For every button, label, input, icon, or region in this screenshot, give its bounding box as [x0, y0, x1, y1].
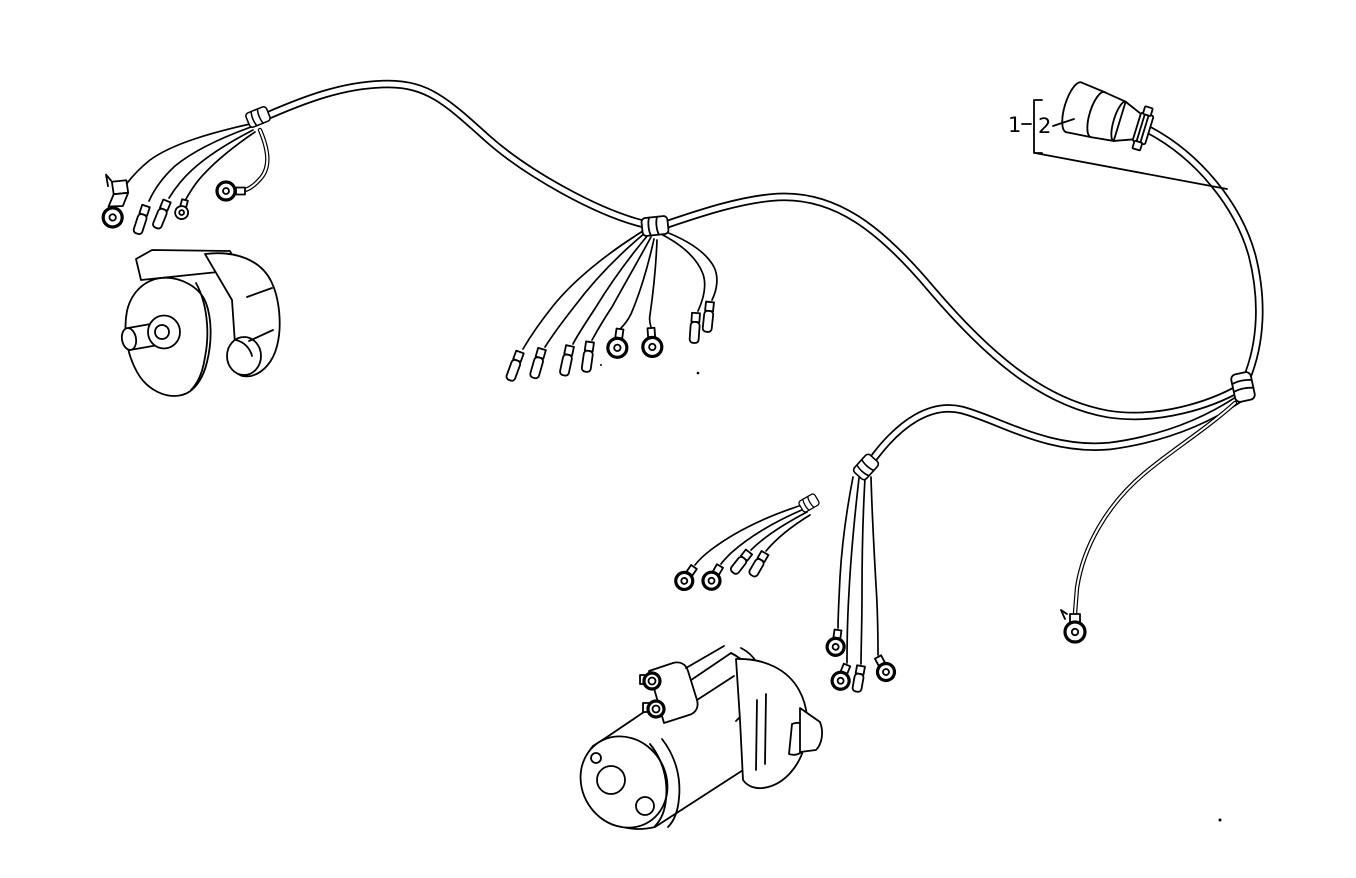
spade-terminal — [701, 300, 715, 333]
cable-tie — [1230, 371, 1256, 403]
harness-tube-front-run — [255, 79, 653, 230]
starter-branch-wires — [694, 476, 879, 665]
cable-tie — [798, 493, 820, 513]
alternator-rear-housing — [204, 252, 281, 378]
wire — [658, 232, 706, 312]
alternator-branch-wires — [120, 123, 270, 202]
ground-wire-run — [1072, 400, 1238, 619]
wire — [870, 476, 879, 656]
alternator-illustration — [120, 249, 281, 397]
starter-band — [661, 738, 681, 828]
harness-tube-lower-branch — [862, 394, 1244, 472]
cable-tie — [852, 453, 880, 481]
wire — [168, 129, 254, 199]
starter-nose — [799, 707, 823, 753]
spade-terminal — [580, 340, 595, 373]
callout-label-2: 2 — [1038, 114, 1051, 138]
callout-label-1: 1 — [1008, 113, 1021, 137]
cable-tie — [640, 215, 670, 237]
clamp-ring-terminal — [101, 173, 130, 229]
ring-terminal — [825, 628, 846, 657]
spade-terminal — [851, 664, 866, 693]
spade-terminal — [505, 349, 525, 382]
callout-leader-to-harness — [1034, 152, 1228, 190]
harness-tube-middle-run — [657, 192, 1245, 421]
ring-terminal — [701, 563, 724, 591]
print-specks — [600, 364, 1222, 822]
cable-wraps — [245, 106, 1256, 513]
terminals — [101, 173, 1087, 693]
ring-terminal — [174, 198, 190, 220]
wire — [648, 239, 658, 328]
callout-leader-to-connector — [1052, 118, 1075, 127]
wire — [572, 234, 649, 345]
starter-motor-illustration — [579, 645, 823, 830]
wire — [522, 230, 644, 350]
spade-terminal — [729, 548, 754, 575]
harness-tube-connector-run — [1144, 125, 1264, 385]
spade-terminal — [559, 344, 575, 377]
alternator-foot — [226, 336, 262, 376]
wire — [148, 126, 252, 202]
wire — [765, 514, 811, 552]
spade-terminal — [152, 198, 172, 230]
harness-tubes — [255, 79, 1264, 619]
spade-terminal — [748, 550, 770, 578]
starter-face-hole — [590, 752, 602, 764]
starter-solenoid — [639, 645, 735, 724]
wire — [846, 477, 860, 664]
starter-terminal-stud — [639, 671, 662, 691]
starter-face-hole — [596, 765, 626, 795]
harness-connector — [1061, 81, 1155, 152]
wire — [750, 511, 808, 551]
wire — [620, 238, 655, 329]
wire — [694, 504, 803, 566]
alternator-shaft-hole — [154, 324, 170, 340]
connector-clamp-tab — [1142, 105, 1154, 117]
wire — [660, 229, 718, 301]
wire — [185, 131, 256, 200]
ring-terminal — [1060, 609, 1087, 644]
ring-terminal — [641, 326, 664, 359]
wire — [860, 477, 866, 665]
callout-group: 1 2 — [1008, 99, 1228, 190]
ring-terminal — [606, 327, 629, 359]
starter-terminal-stud — [642, 699, 666, 719]
starter-face-hole — [635, 796, 655, 816]
starter-band — [649, 743, 668, 827]
ring-terminal — [830, 662, 852, 691]
wire — [544, 232, 646, 348]
engine-branch-wires — [522, 229, 718, 350]
ring-terminal — [215, 180, 246, 202]
wire — [837, 476, 854, 629]
connector-clamp-tab — [1131, 139, 1143, 152]
wire — [591, 236, 652, 341]
spade-terminal — [132, 203, 151, 235]
alternator-seam — [190, 282, 209, 391]
spade-terminal — [529, 346, 547, 380]
ring-terminal — [674, 564, 698, 592]
cable-tie — [245, 106, 271, 128]
wire — [720, 508, 805, 565]
alternator-hatch — [246, 287, 274, 342]
ring-terminal — [874, 654, 897, 683]
wire — [120, 123, 251, 193]
spade-terminal — [688, 311, 701, 344]
